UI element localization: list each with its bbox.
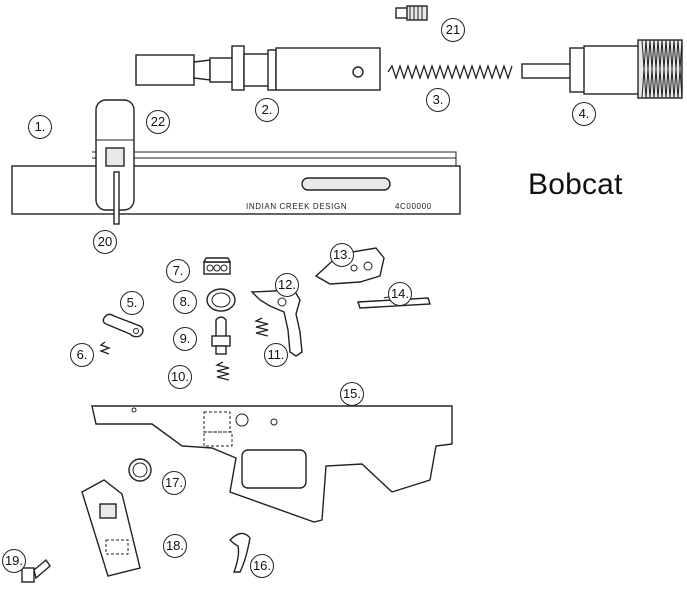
callout-14: 14.	[388, 282, 412, 306]
part-5-lever	[102, 313, 144, 338]
part-12-sear	[250, 289, 303, 357]
part-2-bolt	[135, 45, 381, 91]
part-22-clamp	[95, 99, 135, 211]
callout-20: 20	[93, 230, 117, 254]
callout-21: 21	[441, 18, 465, 42]
callout-10: 10.	[168, 365, 192, 389]
callout-16: 16.	[250, 554, 274, 578]
callout-11: 11.	[264, 343, 288, 367]
part-11-spring	[254, 317, 269, 337]
callout-17: 17.	[162, 471, 186, 495]
callout-8: 8.	[173, 290, 197, 314]
callout-15: 15.	[340, 382, 364, 406]
engraving-maker: INDIAN CREEK DESIGN	[246, 202, 347, 211]
part-16-trigger	[229, 532, 251, 573]
part-4-knob	[521, 39, 683, 99]
part-15-frame	[91, 405, 453, 523]
part-8-washer	[206, 288, 236, 312]
part-1-receiver: INDIAN CREEK DESIGN 4C00000	[11, 151, 461, 215]
part-18-magazine	[81, 479, 141, 577]
part-20-pin	[113, 171, 120, 225]
callout-19: 19.	[2, 549, 26, 573]
callout-1: 1.	[28, 115, 52, 139]
callout-6: 6.	[70, 343, 94, 367]
diagram-title: Bobcat	[528, 168, 623, 201]
part-3-spring	[387, 63, 513, 81]
part-6-spring	[99, 341, 111, 355]
callout-9: 9.	[173, 327, 197, 351]
callout-4: 4.	[572, 102, 596, 126]
callout-18: 18.	[163, 534, 187, 558]
callout-12: 12.	[275, 273, 299, 297]
callout-3: 3.	[426, 88, 450, 112]
part-21-nut	[395, 5, 428, 21]
callout-2: 2.	[255, 98, 279, 122]
engraving-serial: 4C00000	[395, 202, 432, 211]
part-10-spring	[215, 361, 230, 381]
part-17-ring	[128, 458, 152, 482]
part-7-nut	[202, 257, 232, 275]
callout-7: 7.	[166, 259, 190, 283]
part-19-bushing	[21, 558, 51, 583]
callout-5: 5.	[120, 291, 144, 315]
callout-13: 13.	[330, 243, 354, 267]
part-9-plunger	[211, 316, 231, 355]
callout-22: 22	[146, 110, 170, 134]
